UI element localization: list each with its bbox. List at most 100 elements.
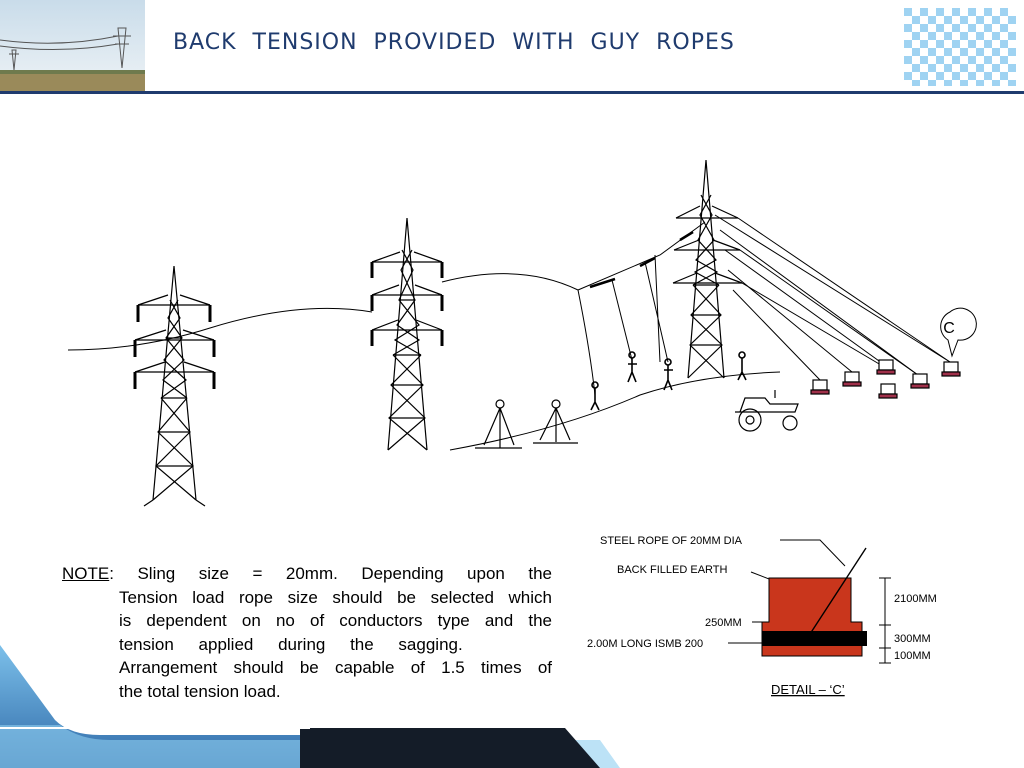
conductor-lines xyxy=(67,221,706,396)
leader-steel-rope xyxy=(780,539,846,567)
anchor-blocks xyxy=(810,359,961,399)
checker-square xyxy=(976,16,984,24)
checker-square xyxy=(912,32,920,40)
dim-300mm: 300MM xyxy=(894,633,931,645)
checker-square xyxy=(1000,40,1008,48)
checker-square xyxy=(960,32,968,40)
ismb-beam xyxy=(762,631,867,646)
checker-square xyxy=(920,40,928,48)
checker-square xyxy=(984,24,992,32)
checker-square xyxy=(968,24,976,32)
checker-square xyxy=(936,72,944,80)
checker-square xyxy=(984,72,992,80)
note-line-2: Tension load rope size should be selecte… xyxy=(119,587,552,607)
callout-c-label: C xyxy=(943,320,955,337)
checker-square xyxy=(992,48,1000,56)
checker-square xyxy=(1000,72,1008,80)
checker-square xyxy=(952,40,960,48)
label-back-filled: BACK FILLED EARTH xyxy=(617,564,727,576)
detail-caption: DETAIL – ‘C’ xyxy=(771,682,845,697)
checker-square xyxy=(928,16,936,24)
transmission-tower-1 xyxy=(134,265,215,507)
label-250mm: 250MM xyxy=(705,617,742,629)
note-paragraph: NOTE: Sling size = 20mm. Depending upon … xyxy=(62,562,552,703)
detail-c-drawing: STEEL ROPE OF 20MM DIA BACK FILLED EARTH… xyxy=(587,535,937,697)
checker-square xyxy=(920,72,928,80)
note-line-1: NOTE: Sling size = 20mm. Depending upon … xyxy=(62,564,552,583)
checker-square xyxy=(992,16,1000,24)
note-line-5: Arrangement should be capable of 1.5 tim… xyxy=(119,658,552,677)
note-line-3: is dependent on no of conductors type an… xyxy=(119,611,552,630)
checker-square xyxy=(1008,64,1016,72)
checker-square xyxy=(1008,80,1016,86)
checker-square xyxy=(1000,8,1008,16)
label-steel-rope: STEEL ROPE OF 20MM DIA xyxy=(600,535,743,547)
checker-square xyxy=(936,40,944,48)
checker-square xyxy=(992,80,1000,86)
slide-header: BACK TENSION PROVIDED WITH GUY ROPES xyxy=(0,0,1024,94)
checker-square xyxy=(976,80,984,86)
checker-square xyxy=(936,24,944,32)
guy-ropes xyxy=(714,214,951,381)
checker-square xyxy=(984,40,992,48)
checker-square xyxy=(912,48,920,56)
pulling-tripods xyxy=(475,399,578,449)
checker-square xyxy=(976,64,984,72)
checker-square xyxy=(944,80,952,86)
checker-square xyxy=(928,64,936,72)
checker-square xyxy=(968,40,976,48)
checker-square xyxy=(928,32,936,40)
footer-decoration xyxy=(0,645,620,768)
checker-square xyxy=(904,72,912,80)
dim-2100mm: 2100MM xyxy=(894,593,937,605)
callout-c: C xyxy=(940,307,977,358)
checker-square xyxy=(944,48,952,56)
insulator-strings-2 xyxy=(370,262,444,346)
checker-square xyxy=(944,64,952,72)
checker-square xyxy=(944,32,952,40)
checker-square xyxy=(976,48,984,56)
checker-square xyxy=(928,80,936,86)
checker-square xyxy=(1000,24,1008,32)
header-divider xyxy=(0,91,1024,94)
checker-square xyxy=(1008,16,1016,24)
transmission-tower-2 xyxy=(371,217,443,451)
insulator-strings-1 xyxy=(133,305,216,389)
label-ismb: 2.00M LONG ISMB 200 xyxy=(587,638,703,650)
ground-line xyxy=(449,371,781,451)
checker-square xyxy=(968,8,976,16)
checker-square xyxy=(968,56,976,64)
checker-square xyxy=(992,32,1000,40)
note-line-4: tension applied during the sagging. xyxy=(119,634,463,654)
dimension-lines xyxy=(879,577,891,664)
checker-square xyxy=(960,80,968,86)
checker-square xyxy=(960,64,968,72)
transmission-tower-3 xyxy=(672,159,743,379)
checker-decoration xyxy=(904,8,1016,86)
checker-square xyxy=(984,8,992,16)
checker-square xyxy=(984,56,992,64)
steel-rope-line xyxy=(809,547,867,635)
checker-square xyxy=(912,64,920,72)
checker-square xyxy=(912,16,920,24)
dim-100mm: 100MM xyxy=(894,650,931,662)
page-title: BACK TENSION PROVIDED WITH GUY ROPES xyxy=(173,30,735,55)
pulley-blocks xyxy=(589,230,694,289)
checker-square xyxy=(920,24,928,32)
stringing-diagram: C xyxy=(67,159,977,507)
checker-square xyxy=(904,40,912,48)
checker-square xyxy=(920,8,928,16)
checker-square xyxy=(976,32,984,40)
checker-square xyxy=(912,80,920,86)
note-line-6: the total tension load. xyxy=(119,681,281,701)
checker-square xyxy=(992,64,1000,72)
checker-square xyxy=(1000,56,1008,64)
checker-square xyxy=(920,56,928,64)
checker-square xyxy=(952,72,960,80)
checker-square xyxy=(952,24,960,32)
checker-square xyxy=(944,16,952,24)
checker-square xyxy=(952,8,960,16)
checker-square xyxy=(960,16,968,24)
checker-square xyxy=(952,56,960,64)
checker-square xyxy=(1008,32,1016,40)
